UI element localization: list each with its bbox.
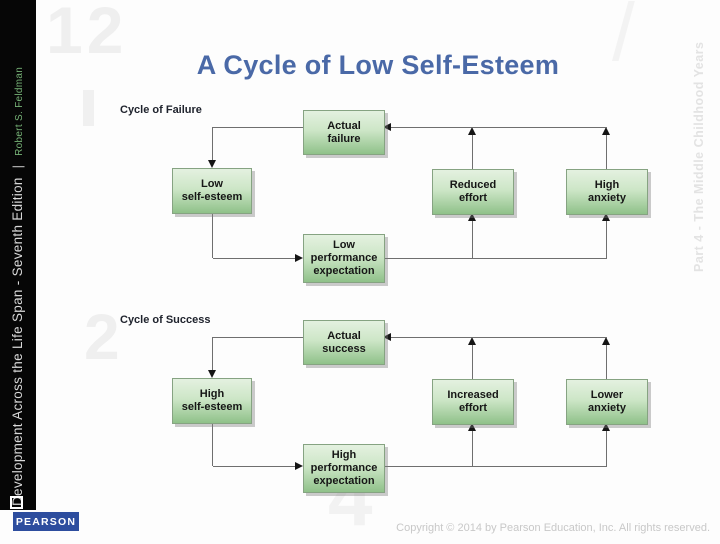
arrowhead-up: [602, 423, 610, 431]
arrowhead-down: [208, 160, 216, 168]
chapter-number-watermark: 12: [46, 0, 128, 67]
flow-box-label: Low performance expectation: [310, 239, 378, 277]
sidebar-bar: [0, 0, 36, 510]
flow-box-actual-success: Actual success: [303, 320, 385, 365]
arrowhead-up: [602, 337, 610, 345]
flow-box-high-self-esteem: High self-esteem: [172, 378, 252, 424]
connector-line: [212, 212, 213, 258]
pearson-logo: PEARSON: [13, 512, 79, 531]
connector-line: [472, 221, 473, 258]
flow-box-label: Lower anxiety: [588, 389, 626, 414]
flow-box-label: Reduced effort: [449, 179, 497, 204]
arrowhead-up: [468, 127, 476, 135]
arrowhead-left: [383, 123, 391, 131]
arrowhead-up: [468, 213, 476, 221]
copyright-text: Copyright © 2014 by Pearson Education, I…: [396, 522, 710, 534]
connector-line: [383, 466, 607, 467]
arrowhead-up: [602, 213, 610, 221]
connector-line: [212, 337, 304, 338]
flow-box-high-performance-expectation: High performance expectation: [303, 444, 385, 493]
sidebar-square-mark: [10, 496, 23, 509]
flow-box-label: High performance expectation: [310, 449, 378, 487]
arrowhead-right: [295, 462, 303, 470]
connector-line: [212, 422, 213, 466]
connector-line: [212, 128, 213, 160]
cycle-of-success-label: Cycle of Success: [120, 314, 211, 326]
flow-box-label: Low self-esteem: [181, 178, 243, 203]
connector-line: [383, 258, 607, 259]
cycle-of-failure-label: Cycle of Failure: [120, 104, 202, 116]
flow-box-label: High anxiety: [588, 179, 626, 204]
connector-line: [472, 135, 473, 169]
arrowhead-up: [468, 423, 476, 431]
flow-box-reduced-effort: Reduced effort: [432, 169, 514, 215]
top-right-watermark: /: [612, 0, 635, 78]
arrowhead-up: [602, 127, 610, 135]
book-title: Development Across the Life Span - Seven…: [10, 177, 25, 506]
connector-line: [606, 345, 607, 379]
flow-box-label: Actual failure: [327, 119, 361, 145]
connector-line: [391, 127, 607, 128]
connector-line: [213, 258, 295, 259]
flow-box-low-self-esteem: Low self-esteem: [172, 168, 252, 214]
connector-line: [213, 466, 295, 467]
connector-line: [472, 431, 473, 466]
flow-box-low-performance-expectation: Low performance expectation: [303, 234, 385, 283]
arrowhead-up: [468, 337, 476, 345]
page-title: A Cycle of Low Self-Esteem: [196, 50, 560, 80]
author-name: Robert S. Feldman: [14, 66, 25, 156]
flow-box-label: Actual success: [322, 329, 366, 355]
arrowhead-right: [295, 254, 303, 262]
connector-line: [606, 135, 607, 169]
watermark-bar: [83, 90, 94, 126]
sidebar-divider: |: [10, 164, 25, 169]
arrowhead-left: [383, 333, 391, 341]
flow-box-lower-anxiety: Lower anxiety: [566, 379, 648, 425]
flow-box-label: High self-esteem: [181, 388, 243, 413]
flow-box-increased-effort: Increased effort: [432, 379, 514, 425]
sidebar-vertical-text: Development Across the Life Span - Seven…: [9, 67, 27, 506]
connector-line: [472, 345, 473, 379]
connector-line: [606, 431, 607, 466]
flow-box-high-anxiety: High anxiety: [566, 169, 648, 215]
arrowhead-down: [208, 370, 216, 378]
connector-line: [391, 337, 607, 338]
connector-line: [606, 221, 607, 258]
flow-box-actual-failure: Actual failure: [303, 110, 385, 155]
connector-line: [212, 338, 213, 370]
left-number-watermark: 2: [84, 301, 120, 373]
connector-line: [212, 127, 304, 128]
flow-box-label: Increased effort: [447, 389, 499, 414]
